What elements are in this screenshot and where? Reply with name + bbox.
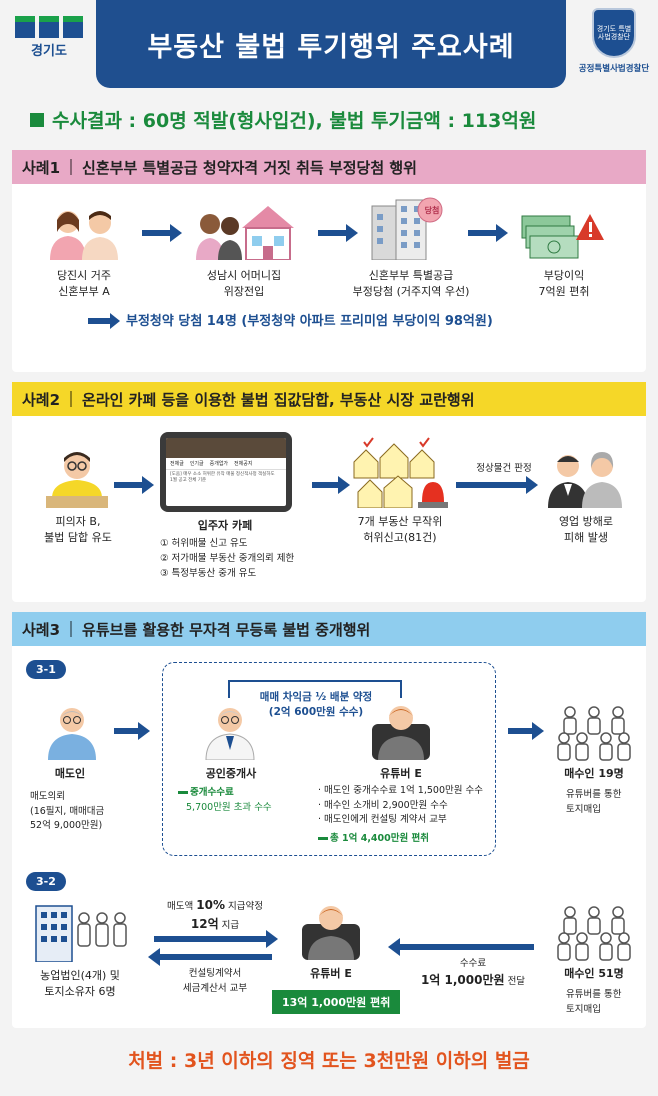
case1-arrow-3 <box>468 224 508 242</box>
gyeonggi-logo-icon <box>12 16 86 38</box>
broker-fee: 중개수수료 5,700만원 초과 수수 <box>178 786 318 815</box>
agreement-bracket <box>228 680 402 698</box>
bullet-square-icon <box>30 112 44 127</box>
summary-text: 수사결과 : 60명 적발(형사입건), 불법 투기금액 : 113억원 <box>52 110 537 132</box>
case3-1-arrow-out <box>508 722 544 740</box>
case2-arrow-2 <box>312 476 350 494</box>
case1-header: 사례1 신혼부부 특별공급 청약자격 거짓 취득 부정당첨 행위 <box>12 150 646 184</box>
penalty-text: 처벌 : 3년 이하의 징역 또는 3천만원 이하의 벌금 <box>128 1050 530 1072</box>
gyeonggi-logo: 경기도 <box>12 16 86 59</box>
case1-arrow-2 <box>318 224 358 242</box>
seller-icon <box>42 702 102 760</box>
siren-icon <box>416 478 450 508</box>
case2-header: 사례2 온라인 카페 등을 이용한 불법 집값담합, 부동산 시장 교란행위 <box>12 382 646 416</box>
case2-arrow-1 <box>114 476 154 494</box>
person-icon <box>44 446 110 508</box>
police-logo-caption: 공정특별사법경찰단 <box>578 64 650 74</box>
case2-arrow-label: 정상물건 판정 <box>476 463 532 474</box>
summary-line: 수사결과 : 60명 적발(형사입건), 불법 투기금액 : 113억원 <box>30 106 630 133</box>
cafe-item-1: ① 허위매물 신고 유도 <box>160 538 248 549</box>
cafe-item-2: ② 저가매물 부동산 중개의뢰 제한 <box>160 553 295 565</box>
case1-tag: 사례1 <box>22 158 61 177</box>
case1-result: 부정청약 당첨 14명 (부정청약 아파트 프리미엄 부당이익 98억원) <box>126 314 493 329</box>
police-logo: 경기도 특별사법경찰단 공정특별사법경찰단 <box>574 8 654 74</box>
case2-panel <box>12 382 646 602</box>
case2-cafe-title: 입주자 카페 <box>197 519 253 532</box>
youtuber-e-2-amount: 13억 1,000만원 편취 <box>272 990 401 1014</box>
page-title: 부동산 불법 투기행위 주요사례 <box>96 0 566 88</box>
family-house-icon <box>192 198 296 260</box>
youtuber-e-2-title: 유튜버 E <box>310 967 352 980</box>
case2-arrow-3 <box>456 476 538 494</box>
case3-2-arrow-to-corp <box>148 948 272 966</box>
office-building-icon <box>34 900 130 962</box>
crowd-icon <box>556 704 632 762</box>
case3-1-dashed-box <box>162 662 496 856</box>
case1-title: 신혼부부 특별공급 청약자격 거짓 취득 부정당첨 행위 <box>82 158 417 177</box>
case3-tag: 사례3 <box>22 620 61 639</box>
shield-icon: 경기도 특별사법경찰단 <box>592 8 636 58</box>
case3-2-arrow-to-youtuber <box>154 930 278 948</box>
youtuber-e-details: · 매도인 중개수수료 1억 1,500만원 수수 · 매수인 소개비 2,90… <box>318 784 496 847</box>
youtuber-e-total: 총 1억 4,400만원 편취 <box>318 832 496 847</box>
top-arrow-label: 매도액 10% 지급약정 12억 지급 <box>167 898 263 932</box>
case3-2-badge: 3-2 <box>26 872 66 891</box>
broker-icon <box>200 702 260 760</box>
win-badge: 당첨 <box>424 206 440 215</box>
crowd-2-icon <box>556 904 632 962</box>
case3-2-fee-arrow <box>388 938 534 956</box>
fee-arrow-label: 수수료 1억 1,000만원 전달 <box>420 958 526 988</box>
screen-banner <box>166 438 286 458</box>
case2-title: 온라인 카페 등을 이용한 불법 집값담합, 부동산 시장 교란행위 <box>82 390 475 409</box>
seller-title: 매도인 <box>54 767 86 780</box>
case3-1-arrow-in <box>114 722 150 740</box>
victims-icon <box>544 446 626 508</box>
case2-cafe-list: ① 허위매물 신고 유도 ② 저가매물 부동산 중개의뢰 제한 ③ 특정부동산 … <box>160 536 330 582</box>
case3-header: 사례3 유튜브를 활용한 무자격 무등록 불법 중개행위 <box>12 612 646 646</box>
youtuber-e-2-icon <box>300 902 362 960</box>
agreement-label: 매매 차익금 ½ 배분 약정(2억 600만원 수수) <box>236 690 396 720</box>
apartment-icon <box>370 196 444 260</box>
case1-panel <box>12 150 646 372</box>
youtuber-e-title: 유튜버 E <box>380 767 422 780</box>
gyeonggi-logo-text: 경기도 <box>31 44 67 59</box>
case3-title: 유튜브를 활용한 무자격 무등록 불법 중개행위 <box>82 620 371 639</box>
case1-result-arrow-icon <box>88 318 112 324</box>
money-warning-icon <box>520 202 604 260</box>
buyers-51-title: 매수인 51명 <box>564 967 624 980</box>
couple-icon <box>42 202 126 260</box>
cafe-item-3: ③ 특정부동산 중개 유도 <box>160 568 257 580</box>
case2-tag: 사례2 <box>22 390 61 409</box>
case2-suspect: 피의자 B,불법 담합 유도 <box>44 515 112 544</box>
buyers-19-title: 매수인 19명 <box>564 767 624 780</box>
youtuber-icon <box>370 702 432 760</box>
case1-arrow-1 <box>142 224 182 242</box>
broker-title: 공인중개사 <box>205 767 257 780</box>
houses-icon <box>350 436 442 508</box>
case3-1-badge: 3-1 <box>26 660 66 679</box>
